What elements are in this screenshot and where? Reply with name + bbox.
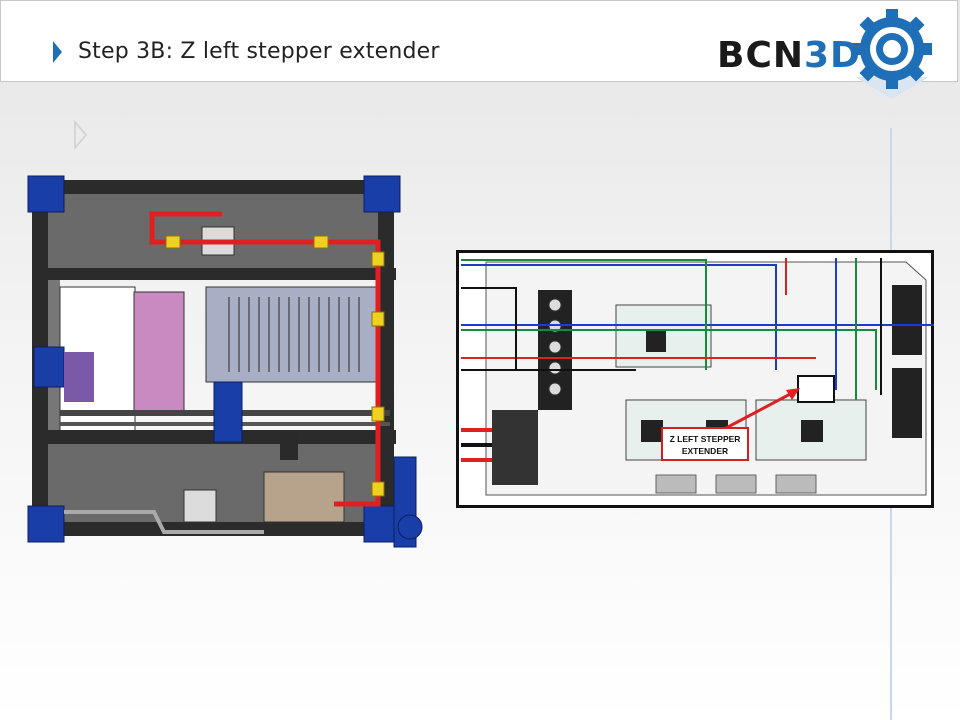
- slide-header: Step 3B: Z left stepper extender BCN3D: [0, 0, 958, 99]
- faint-arrow-icon: [74, 120, 87, 150]
- bullet-arrow-icon: [53, 41, 62, 63]
- callout-box: [661, 427, 749, 461]
- logo-text-a: BCN: [717, 35, 804, 76]
- board-wiring-diagram: Z LEFT STEPPER EXTENDER: [456, 250, 934, 508]
- page-title: Step 3B: Z left stepper extender: [78, 39, 440, 64]
- gear-logo-icon: [852, 9, 932, 99]
- printer-side-view-image: [27, 175, 423, 548]
- callout-label-line2: EXTENDER: [682, 446, 728, 456]
- callout-label-line1: Z LEFT STEPPER: [670, 434, 741, 444]
- logo-text-b: 3D: [804, 35, 861, 76]
- brand-logo-text: BCN3D: [717, 35, 861, 76]
